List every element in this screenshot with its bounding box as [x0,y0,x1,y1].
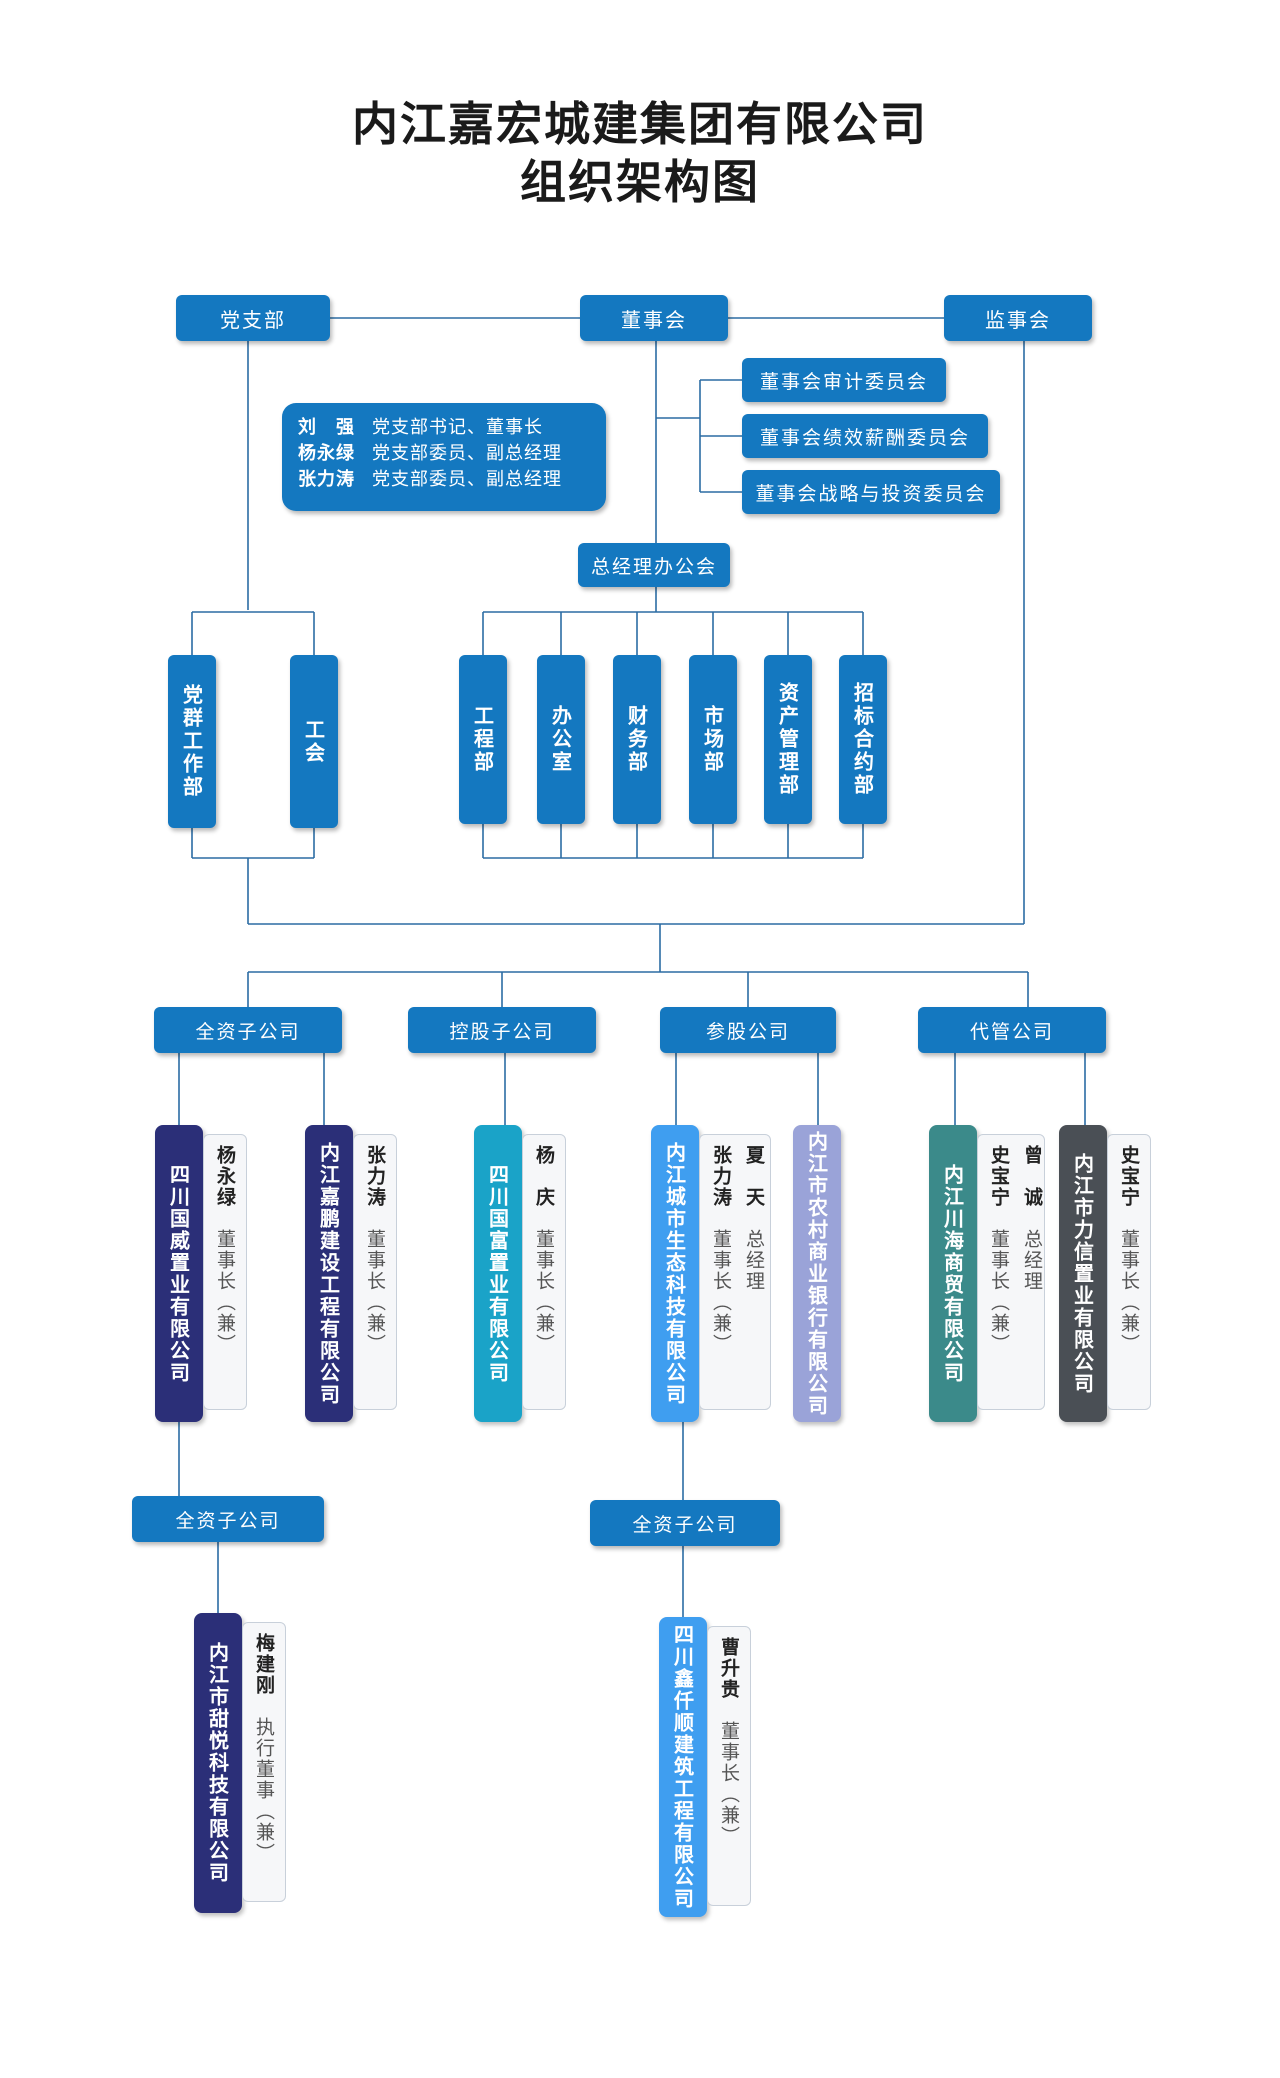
person-role: 董事长（兼） [710,1229,732,1355]
person-name: 史宝宁 [988,1145,1010,1208]
person-role: 总经理 [743,1229,765,1292]
party-member-role: 党支部委员、副总经理 [372,443,562,464]
company-name: 内江川海商贸有限公司 [940,1163,965,1384]
company-lixin-people: 史宝宁 董事长（兼） [1107,1134,1151,1410]
company-name: 四川国威置业有限公司 [166,1163,191,1384]
party-member-name: 张力涛 [298,469,355,490]
company-haishang: 内江川海商贸有限公司 [929,1125,977,1422]
person-name: 夏 天 [743,1145,765,1208]
person-name: 曹升贵 [718,1637,740,1700]
company-lixin: 内江市力信置业有限公司 [1059,1125,1107,1422]
committee-strategy: 董事会战略与投资委员会 [742,470,1000,514]
person-entry: 梅建刚 执行董事（兼） [251,1633,278,1891]
person-role: 董事长（兼） [533,1229,555,1355]
dept-label: 党群工作部 [179,684,204,799]
company-guofu-people: 杨 庆 董事长（兼） [522,1134,566,1410]
company-shengtai-people: 夏 天 总经理 张力涛 董事长（兼） [699,1134,771,1410]
category-participating: 参股公司 [660,1007,836,1053]
person-name: 史宝宁 [1118,1145,1140,1208]
company-tianyue: 内江市甜悦科技有限公司 [194,1613,242,1913]
dept-label: 工程部 [470,705,495,774]
sub-category-wholly-owned-2: 全资子公司 [590,1500,780,1546]
board-box: 董事会 [580,295,728,341]
dept-label: 招标合约部 [850,682,875,797]
company-rural-commercial-bank: 内江市农村商业银行有限公司 [793,1125,841,1422]
party-branch-box: 党支部 [176,295,330,341]
company-jiapeng: 内江嘉鹏建设工程有限公司 [305,1125,353,1422]
dept-label: 财务部 [624,705,649,774]
company-name: 内江市农村商业银行有限公司 [804,1130,829,1417]
party-member-row: 杨永绿 党支部委员、副总经理 [298,441,590,467]
dept-party-mass-work: 党群工作部 [168,655,216,828]
person-name: 杨 庆 [533,1145,555,1208]
person-role: 董事长（兼） [1118,1229,1140,1355]
committee-audit: 董事会审计委员会 [742,358,946,402]
person-entry: 夏 天 总经理 [741,1145,768,1399]
company-name: 内江市力信置业有限公司 [1070,1152,1095,1395]
person-role: 董事长（兼） [718,1721,740,1847]
company-xinshun-people: 曹升贵 董事长（兼） [707,1626,751,1906]
party-member-name: 刘 强 [298,417,355,438]
person-name: 梅建刚 [253,1633,275,1696]
party-member-role: 党支部书记、董事长 [372,417,543,438]
sub-category-wholly-owned-1: 全资子公司 [132,1496,324,1542]
company-guofu: 四川国富置业有限公司 [474,1125,522,1422]
person-entry: 杨 庆 董事长（兼） [531,1145,558,1399]
dept-label: 市场部 [700,705,725,774]
company-jiapeng-people: 张力涛 董事长（兼） [353,1134,397,1410]
company-name: 内江嘉鹏建设工程有限公司 [316,1141,341,1406]
company-name: 四川鑫仟顺建筑工程有限公司 [670,1624,695,1910]
dept-asset-management: 资产管理部 [764,655,812,824]
company-haishang-people: 曾 诚 总经理 史宝宁 董事长（兼） [977,1134,1045,1410]
person-name: 张力涛 [364,1145,386,1208]
person-entry: 史宝宁 董事长（兼） [986,1145,1013,1399]
dept-bidding-contracts: 招标合约部 [839,655,887,824]
person-entry: 张力涛 董事长（兼） [708,1145,735,1399]
dept-office: 办公室 [537,655,585,824]
company-name: 内江城市生态科技有限公司 [662,1141,687,1406]
category-managed: 代管公司 [918,1007,1106,1053]
committee-compensation: 董事会绩效薪酬委员会 [742,414,988,458]
dept-label: 办公室 [548,705,573,774]
gm-office-box: 总经理办公会 [578,543,730,587]
dept-engineering: 工程部 [459,655,507,824]
supervisory-box: 监事会 [944,295,1092,341]
person-name: 曾 诚 [1021,1145,1043,1208]
person-entry: 史宝宁 董事长（兼） [1116,1145,1143,1399]
chart-title-line1: 内江嘉宏城建集团有限公司 [352,97,928,151]
company-name: 内江市甜悦科技有限公司 [205,1642,230,1884]
party-member-row: 刘 强 党支部书记、董事长 [298,415,590,441]
person-role: 董事长（兼） [988,1229,1010,1355]
person-name: 杨永绿 [214,1145,236,1208]
dept-finance: 财务部 [613,655,661,824]
company-shengtai: 内江城市生态科技有限公司 [651,1125,699,1422]
company-tianyue-people: 梅建刚 执行董事（兼） [242,1622,286,1902]
company-guowei: 四川国威置业有限公司 [155,1125,203,1422]
dept-labor-union: 工会 [290,655,338,828]
chart-title-line2: 组织架构图 [520,155,760,209]
company-name: 四川国富置业有限公司 [485,1163,510,1384]
dept-label: 工会 [301,718,326,765]
party-member-name: 杨永绿 [298,443,355,464]
dept-label: 资产管理部 [775,682,800,797]
category-wholly-owned: 全资子公司 [154,1007,342,1053]
person-role: 总经理 [1021,1229,1043,1292]
party-member-role: 党支部委员、副总经理 [372,469,562,490]
category-holding: 控股子公司 [408,1007,596,1053]
person-name: 张力涛 [710,1145,732,1208]
party-member-row: 张力涛 党支部委员、副总经理 [298,467,590,493]
person-role: 董事长（兼） [364,1229,386,1355]
party-members-box: 刘 强 党支部书记、董事长 杨永绿 党支部委员、副总经理 张力涛 党支部委员、副… [282,403,606,511]
person-role: 执行董事（兼） [253,1717,275,1864]
company-xinshun: 四川鑫仟顺建筑工程有限公司 [659,1617,707,1917]
person-entry: 曾 诚 总经理 [1019,1145,1046,1399]
person-entry: 杨永绿 董事长（兼） [212,1145,239,1399]
person-entry: 张力涛 董事长（兼） [362,1145,389,1399]
company-guowei-people: 杨永绿 董事长（兼） [203,1134,247,1410]
dept-marketing: 市场部 [689,655,737,824]
person-entry: 曹升贵 董事长（兼） [716,1637,743,1895]
person-role: 董事长（兼） [214,1229,236,1355]
